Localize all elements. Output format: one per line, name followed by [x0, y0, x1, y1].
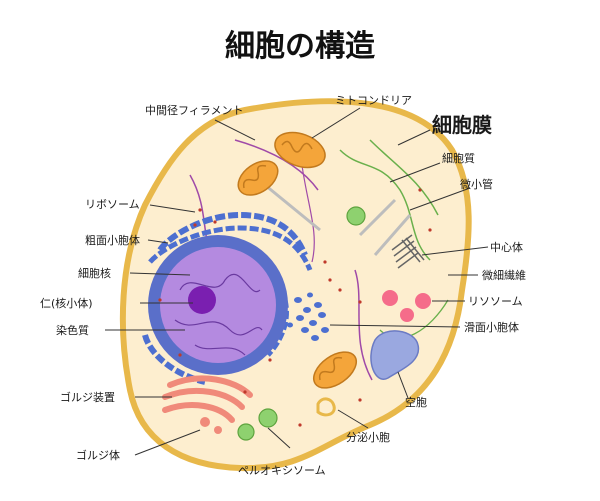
lysosome-shape: [415, 293, 431, 309]
label-nucleolus: 仁(核小体): [40, 296, 93, 310]
rough-er-shape: [148, 225, 313, 271]
microtubule-shape: [264, 183, 321, 232]
microfilament-shape: [339, 149, 431, 261]
mitochondria-shape: [313, 351, 357, 389]
nucleus-inner-shape: [160, 247, 276, 363]
intermediate-filament-shape: [234, 139, 319, 191]
label-smooth-er: 滑面小胞体: [464, 320, 519, 334]
mitochondria-shape: [274, 131, 326, 169]
lysosome-shape: [400, 308, 414, 322]
vacuole-shape: [370, 330, 420, 380]
golgi-vesicle-shape: [214, 426, 222, 434]
golgi-vesicle-shape: [200, 417, 210, 427]
lysosome-shape: [382, 290, 398, 306]
label-microfilament: 微細繊維: [482, 268, 526, 282]
rough-er-shape: [142, 334, 206, 385]
microtubule-shape: [358, 198, 397, 237]
centrosome-shape: [391, 234, 425, 269]
peroxisome-shape: [258, 408, 278, 428]
label-lysosome: リソソーム: [468, 295, 523, 308]
label-cell-membrane: 細胞膜: [432, 113, 492, 137]
label-mitochondria: ミトコンドリア: [335, 94, 412, 107]
leader-lines: [105, 107, 489, 456]
mitochondria-shape: [237, 160, 279, 196]
secretory-vesicle-shape: [316, 397, 336, 417]
label-vacuole: 空胞: [405, 395, 427, 409]
label-chromatin: 染色質: [56, 323, 89, 337]
label-golgi-body: ゴルジ体: [76, 448, 120, 462]
rough-er-shape: [157, 211, 308, 257]
peroxisome-shape: [346, 206, 366, 226]
label-microtubule: 微小管: [460, 177, 493, 191]
microtubule-shape: [373, 214, 412, 256]
label-peroxisome: ペルオキシソーム: [238, 464, 326, 477]
peroxisome-shape: [237, 423, 255, 441]
label-golgi-apparatus: ゴルジ装置: [60, 390, 115, 404]
nucleolus-shape: [188, 286, 216, 314]
label-centrosome: 中心体: [490, 240, 523, 254]
page-title: 細胞の構造: [225, 29, 375, 64]
label-nucleus: 細胞核: [78, 266, 111, 280]
ribosome-shape: [158, 188, 432, 427]
label-secretory-vesicle: 分泌小胞: [346, 431, 390, 444]
label-intermediate-filament: 中間径フィラメント: [145, 104, 243, 117]
microfilament-shape: [369, 139, 439, 216]
smooth-er-shape: [287, 292, 329, 341]
label-cytoplasm: 細胞質: [442, 151, 475, 165]
intermediate-filament-shape: [354, 269, 373, 381]
label-rough-er: 粗面小胞体: [85, 233, 140, 247]
chromatin-shape: [174, 273, 263, 356]
label-ribosome: リボソーム: [85, 198, 140, 211]
